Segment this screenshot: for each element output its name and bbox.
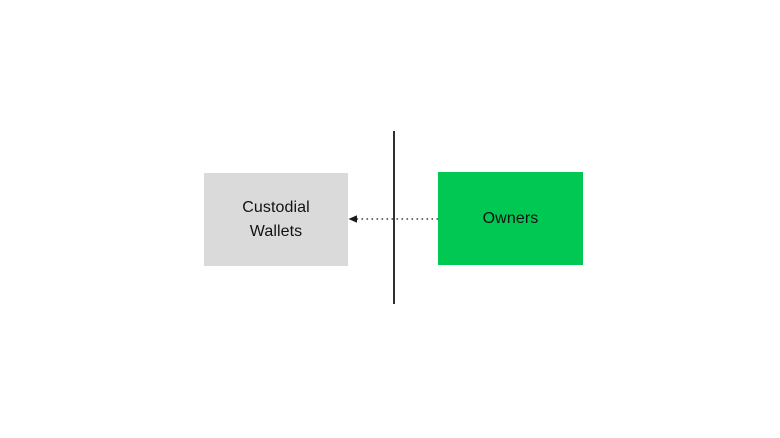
custodial-wallets-label: Custodial Wallets [242,198,310,240]
owners-label: Owners [482,209,539,227]
dotted-arrow-connector [348,215,438,223]
custodial-wallets-box: Custodial Wallets [204,173,348,266]
vertical-divider-line [393,131,395,304]
owners-box: Owners [438,172,583,265]
arrowhead-left-icon [348,215,357,223]
